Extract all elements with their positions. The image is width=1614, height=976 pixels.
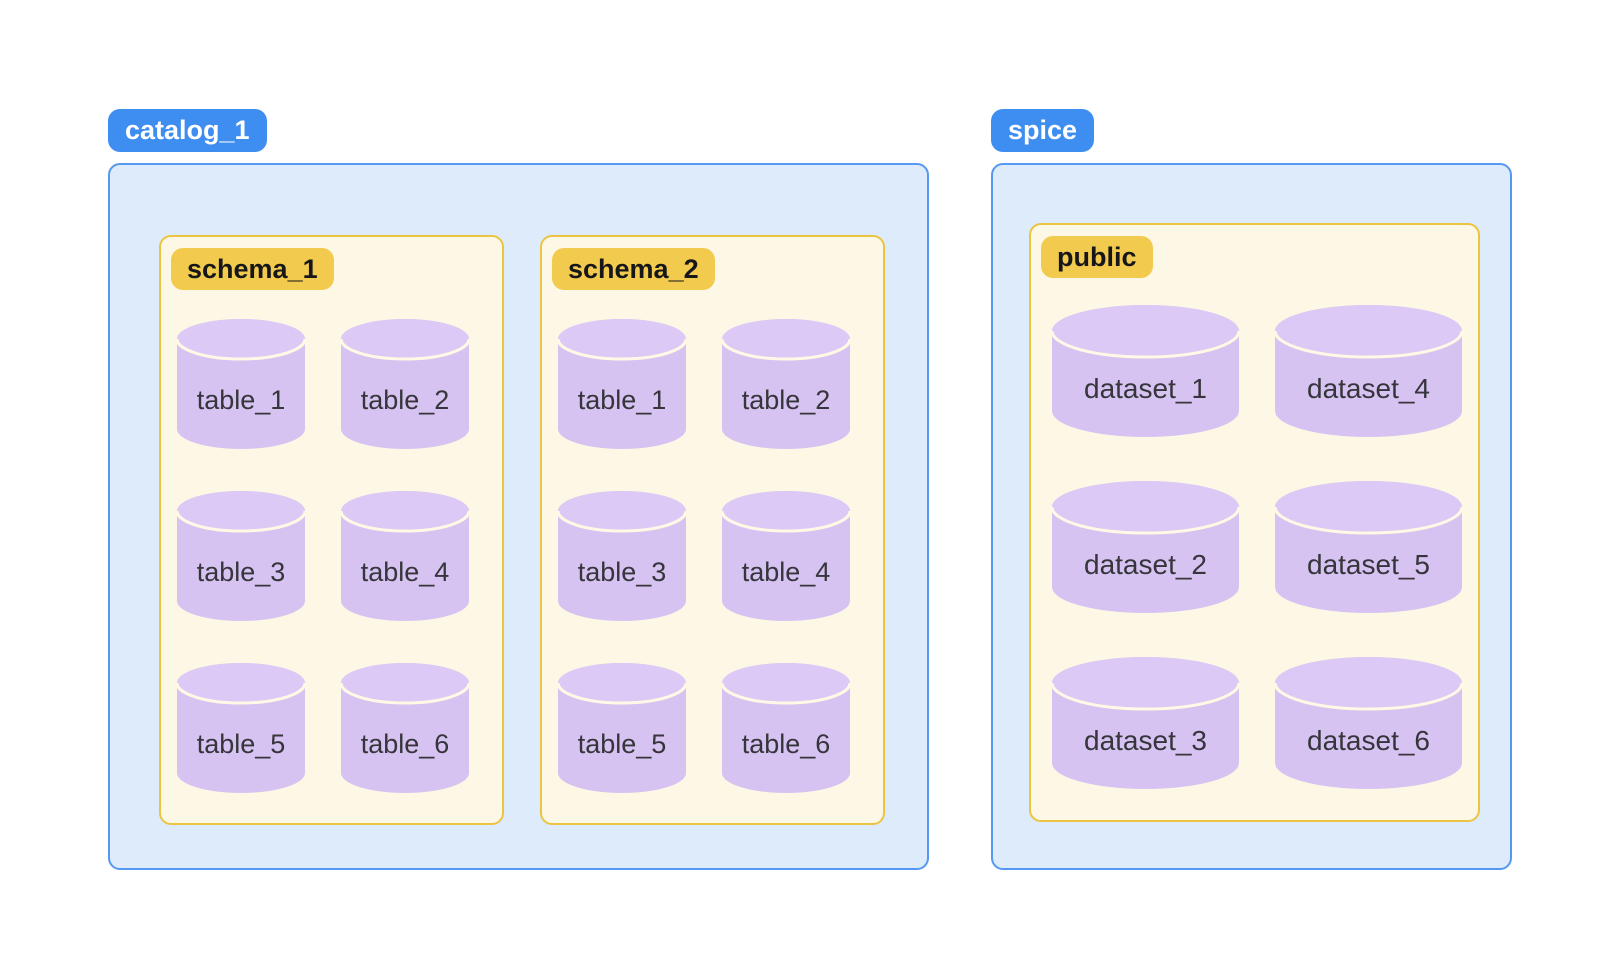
table-cylinder-label: table_1: [196, 385, 286, 415]
table-cylinder-label: table_5: [577, 729, 667, 759]
table-cylinder-label: table_6: [360, 729, 450, 759]
dataset-cylinder-label: dataset_1: [1084, 373, 1207, 404]
dataset-cylinder: dataset_4: [1275, 305, 1462, 437]
table-cylinder: table_5: [558, 663, 686, 793]
database-cylinder-icon: [722, 491, 850, 621]
table-cylinder-label: table_5: [196, 729, 286, 759]
table-cylinder: table_1: [177, 319, 305, 449]
dataset-cylinder: dataset_6: [1275, 657, 1462, 789]
schema-1-tables: table_1 table_2 table_3 table_4 table_5 table…: [177, 319, 469, 793]
table-cylinder: table_2: [341, 319, 469, 449]
table-cylinder: table_6: [722, 663, 850, 793]
table-cylinder: table_6: [341, 663, 469, 793]
database-cylinder-icon: [722, 319, 850, 449]
dataset-cylinder: dataset_1: [1052, 305, 1239, 437]
database-cylinder-icon: [558, 319, 686, 449]
dataset-cylinder-label: dataset_2: [1084, 549, 1207, 580]
database-cylinder-icon: [1052, 657, 1239, 789]
database-cylinder-icon: [177, 319, 305, 449]
database-cylinder-icon: [1275, 481, 1462, 613]
catalog-1-label: catalog_1: [108, 109, 267, 152]
dataset-cylinder-label: dataset_4: [1307, 373, 1430, 404]
table-cylinder-label: table_2: [741, 385, 831, 415]
table-cylinder: table_1: [558, 319, 686, 449]
database-cylinder-icon: [722, 663, 850, 793]
table-cylinder: table_3: [177, 491, 305, 621]
table-cylinder-label: table_3: [196, 557, 286, 587]
table-cylinder-label: table_3: [577, 557, 667, 587]
table-cylinder: table_5: [177, 663, 305, 793]
database-cylinder-icon: [1275, 657, 1462, 789]
table-cylinder-label: table_4: [741, 557, 831, 587]
database-cylinder-icon: [1052, 305, 1239, 437]
table-cylinder-label: table_2: [360, 385, 450, 415]
dataset-cylinder: dataset_5: [1275, 481, 1462, 613]
table-cylinder-label: table_6: [741, 729, 831, 759]
table-cylinder: table_3: [558, 491, 686, 621]
table-cylinder-label: table_4: [360, 557, 450, 587]
table-cylinder: table_4: [341, 491, 469, 621]
database-cylinder-icon: [177, 491, 305, 621]
table-cylinder: table_4: [722, 491, 850, 621]
dataset-cylinder-label: dataset_5: [1307, 549, 1430, 580]
database-cylinder-icon: [341, 663, 469, 793]
database-cylinder-icon: [1275, 305, 1462, 437]
dataset-cylinder: dataset_3: [1052, 657, 1239, 789]
database-cylinder-icon: [341, 319, 469, 449]
dataset-cylinder-label: dataset_3: [1084, 725, 1207, 756]
table-cylinder-label: table_1: [577, 385, 667, 415]
spice-label: spice: [991, 109, 1095, 152]
schema-2-label: schema_2: [552, 248, 715, 290]
schema-1-label: schema_1: [171, 248, 334, 290]
schema-2-tables: table_1 table_2 table_3 table_4 table_5 table…: [558, 319, 850, 793]
database-cylinder-icon: [558, 491, 686, 621]
database-cylinder-icon: [1052, 481, 1239, 613]
database-cylinder-icon: [341, 491, 469, 621]
dataset-cylinder: dataset_2: [1052, 481, 1239, 613]
table-cylinder: table_2: [722, 319, 850, 449]
database-cylinder-icon: [558, 663, 686, 793]
dataset-cylinder-label: dataset_6: [1307, 725, 1430, 756]
database-cylinder-icon: [177, 663, 305, 793]
public-label: public: [1041, 236, 1153, 278]
